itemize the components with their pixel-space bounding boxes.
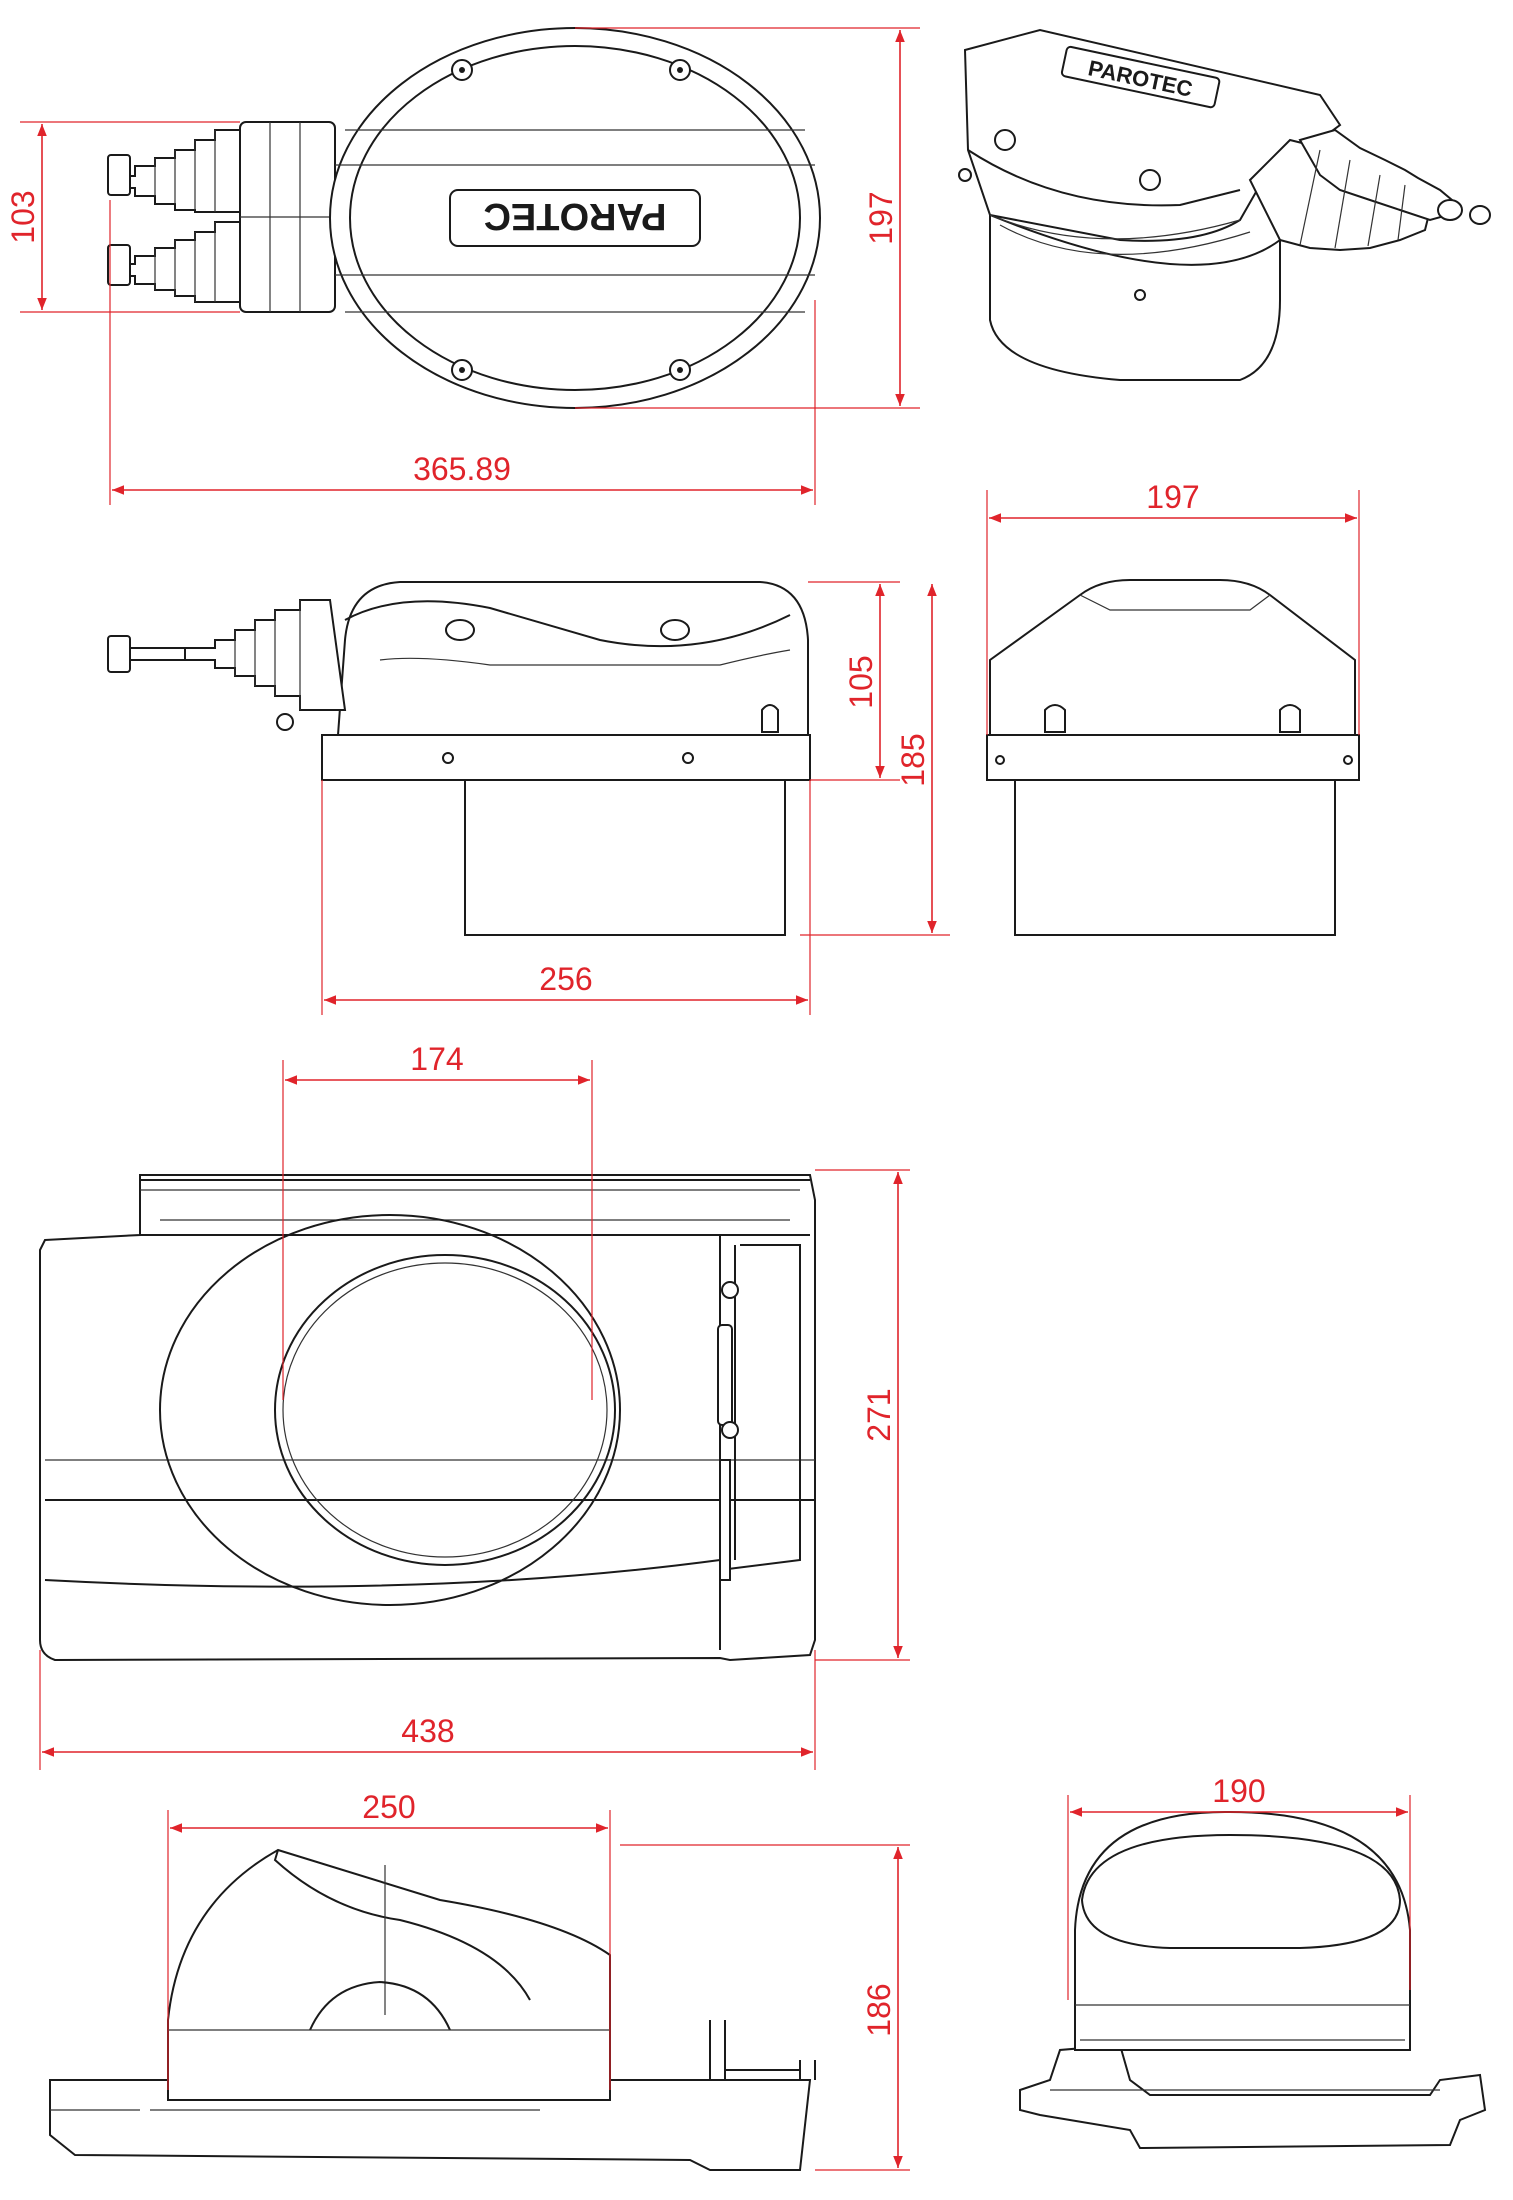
side-view (107, 581, 811, 936)
dim-438: 438 (401, 1713, 454, 1749)
front-view (986, 579, 1360, 936)
svg-text:PAROTEC: PAROTEC (484, 195, 667, 237)
top-view: PAROTEC (107, 27, 821, 409)
dim-365-89: 365.89 (413, 451, 511, 487)
dim-250: 250 (362, 1789, 415, 1825)
dim-103: 103 (5, 190, 41, 243)
dim-197-front: 197 (1146, 479, 1199, 515)
plan-view (39, 1174, 816, 1662)
profile-view (49, 1848, 816, 2171)
cable-glands-iso (1248, 128, 1491, 252)
end-view-dimensions: 190 (1067, 1773, 1411, 2000)
dim-186: 186 (861, 1983, 897, 2036)
dim-256: 256 (539, 961, 592, 997)
top-view-dimensions: 103 197 365.89 (5, 27, 920, 505)
dim-105: 105 (843, 655, 879, 708)
dim-185: 185 (895, 733, 931, 786)
dim-197-top: 197 (863, 191, 899, 244)
end-view (1019, 1810, 1487, 2150)
screw-icon (451, 59, 691, 381)
isometric-view: PAROTEC (958, 28, 1491, 382)
dim-174: 174 (410, 1041, 463, 1077)
plan-view-dimensions: 174 271 438 (39, 1041, 910, 1770)
front-view-dimensions: 197 (986, 479, 1360, 735)
cable-glands-top (107, 121, 336, 313)
dim-190: 190 (1212, 1773, 1265, 1809)
profile-view-dimensions: 250 186 (167, 1789, 910, 2171)
parotec-logo-top: PAROTEC (449, 189, 701, 247)
side-view-dimensions: 105 185 256 (321, 581, 950, 1015)
dim-271: 271 (861, 1388, 897, 1441)
